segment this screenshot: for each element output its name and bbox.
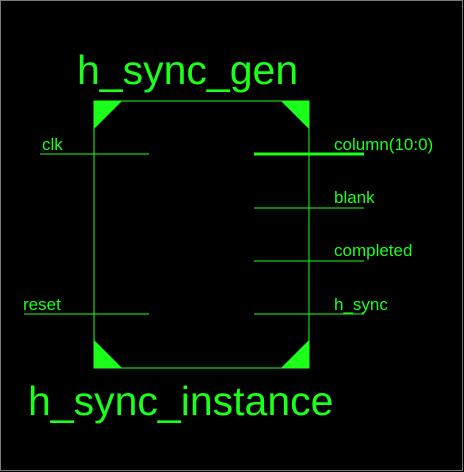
instance-name: h_sync_instance bbox=[28, 378, 334, 424]
component-body[interactable] bbox=[93, 100, 310, 369]
pin-label-blank: blank bbox=[334, 188, 375, 207]
pin-label-completed: completed bbox=[334, 241, 413, 260]
corner-marker-bottom-left bbox=[94, 340, 122, 368]
pin-label-column: column(10:0) bbox=[334, 135, 434, 154]
component-name: h_sync_gen bbox=[77, 47, 299, 93]
corner-marker-top-right bbox=[281, 101, 309, 129]
pin-label-h-sync: h_sync bbox=[334, 295, 388, 314]
pin-label-clk: clk bbox=[42, 135, 63, 154]
corner-marker-top-left bbox=[94, 101, 122, 129]
corner-marker-bottom-right bbox=[281, 340, 309, 368]
pin-label-reset: reset bbox=[23, 295, 61, 314]
